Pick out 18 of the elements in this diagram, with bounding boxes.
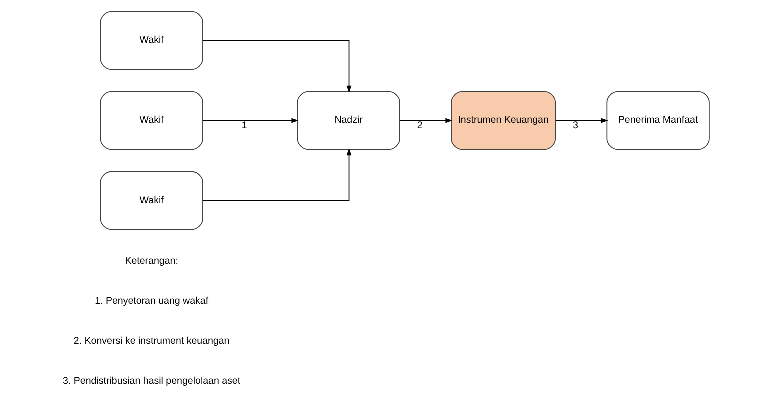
- arrow: [202, 148, 352, 202]
- edge-label: 2: [416, 120, 422, 132]
- label: 1. Penyetoran uang wakaf: [94, 296, 208, 307]
- label: 3. Pendistribusian hasil pengelolaan aset: [62, 376, 240, 387]
- arrow: [399, 118, 452, 124]
- edge-label: 1: [241, 120, 247, 132]
- node-box: Wakif: [100, 91, 203, 150]
- arrow: [555, 118, 608, 124]
- edge-label: 3: [572, 120, 578, 132]
- node-box: Penerima Manfaat: [606, 91, 710, 150]
- label: Keterangan:: [124, 256, 178, 267]
- node-box: Instrumen Keuangan: [450, 91, 556, 150]
- label: 2. Konversi ke instrument keuangan: [73, 336, 230, 347]
- node-box: Wakif: [100, 171, 203, 230]
- arrow: [202, 40, 352, 93]
- node-box: Wakif: [100, 11, 203, 70]
- arrow: [202, 118, 298, 124]
- node-box: Nadzir: [296, 91, 400, 150]
